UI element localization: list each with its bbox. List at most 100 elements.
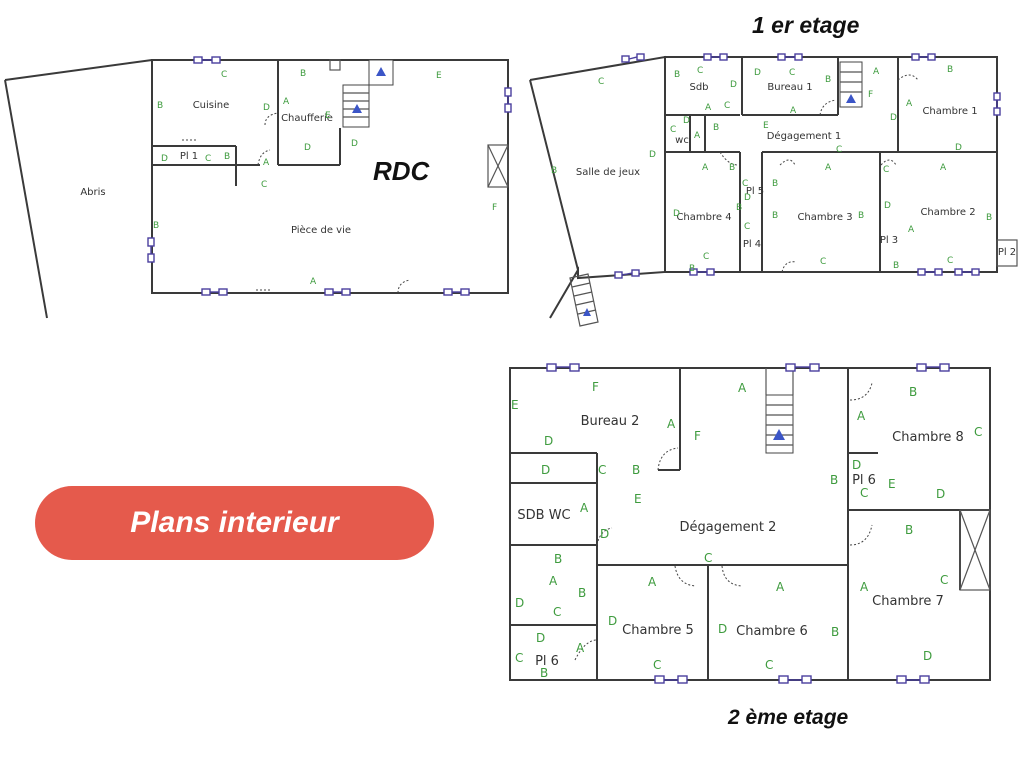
window-icon <box>147 237 155 263</box>
door-icon <box>264 112 279 126</box>
door-icon <box>574 639 598 661</box>
svg-text:B: B <box>300 69 306 79</box>
svg-text:D: D <box>263 103 270 113</box>
door-icon <box>721 565 743 587</box>
svg-text:C: C <box>221 70 227 80</box>
svg-text:A: A <box>790 106 797 116</box>
svg-text:E: E <box>325 111 331 121</box>
svg-text:A: A <box>549 574 558 588</box>
svg-text:D: D <box>718 622 727 636</box>
room-label-wc: wc <box>675 135 689 146</box>
room-label-pl5: Pl 5 <box>746 186 764 197</box>
svg-text:D: D <box>936 487 945 501</box>
window-icon <box>917 268 943 276</box>
etage2-staircase <box>765 368 794 454</box>
svg-text:A: A <box>667 417 676 431</box>
window-icon <box>193 56 221 64</box>
svg-text:D: D <box>544 434 553 448</box>
svg-text:D: D <box>673 209 680 219</box>
window-icon <box>546 363 580 372</box>
svg-text:D: D <box>884 201 891 211</box>
svg-text:D: D <box>541 463 550 477</box>
room-label-chambre5: Chambre 5 <box>622 623 694 638</box>
room-label-bureau1: Bureau 1 <box>767 82 812 93</box>
room-label-chambre6: Chambre 6 <box>736 624 808 639</box>
plans-interieur-badge: Plans interieur <box>35 486 434 560</box>
door-icon <box>257 149 271 166</box>
svg-text:D: D <box>608 614 617 628</box>
exterior-staircase <box>569 273 599 327</box>
svg-text:A: A <box>705 103 712 113</box>
svg-text:C: C <box>883 165 889 175</box>
svg-text:A: A <box>857 409 866 423</box>
etage1-interior-walls <box>665 57 997 272</box>
svg-text:B: B <box>157 101 163 111</box>
room-label-cuisine: Cuisine <box>193 100 230 111</box>
room-label-degagement1: Dégagement 1 <box>767 130 842 142</box>
svg-text:C: C <box>947 256 953 266</box>
svg-text:C: C <box>724 101 730 111</box>
room-label-chambre1: Chambre 1 <box>922 106 977 117</box>
svg-text:D: D <box>730 80 737 90</box>
room-label-salle-de-jeux: Salle de jeux <box>576 167 640 178</box>
svg-text:D: D <box>351 139 358 149</box>
door-icon <box>849 382 873 401</box>
svg-text:C: C <box>860 486 868 500</box>
room-label-degagement2: Dégagement 2 <box>680 520 777 535</box>
floor-title-etage1: 1 er etage <box>752 12 860 38</box>
svg-text:C: C <box>789 68 795 78</box>
svg-text:A: A <box>283 97 290 107</box>
svg-text:F: F <box>592 380 599 394</box>
svg-text:B: B <box>831 625 839 639</box>
window-icon <box>703 53 728 61</box>
svg-text:C: C <box>261 180 267 190</box>
rdc-staircase <box>329 59 394 128</box>
room-label-chambre8: Chambre 8 <box>892 430 964 445</box>
abris-walls <box>4 59 153 319</box>
room-label-chambre3: Chambre 3 <box>797 212 852 223</box>
svg-text:C: C <box>704 551 712 565</box>
svg-text:B: B <box>554 552 562 566</box>
room-label-pl6-upper: Pl 6 <box>852 473 876 488</box>
door-icon <box>880 159 897 166</box>
svg-text:A: A <box>580 501 589 515</box>
svg-text:D: D <box>890 113 897 123</box>
svg-text:A: A <box>906 99 913 109</box>
svg-text:C: C <box>940 573 948 587</box>
svg-text:B: B <box>909 385 917 399</box>
svg-text:C: C <box>670 125 676 135</box>
svg-text:B: B <box>224 152 230 162</box>
svg-text:E: E <box>511 398 519 412</box>
window-icon <box>621 53 645 63</box>
svg-text:D: D <box>852 458 861 472</box>
plan-rdc: Abris Cuisine Chaufferie Pl 1 Pièce de v… <box>4 56 512 319</box>
svg-text:C: C <box>598 77 604 87</box>
svg-text:F: F <box>694 429 701 443</box>
svg-text:B: B <box>632 463 640 477</box>
svg-text:C: C <box>836 145 842 155</box>
svg-text:C: C <box>820 257 826 267</box>
window-icon <box>896 675 930 684</box>
svg-text:B: B <box>947 65 953 75</box>
door-icon <box>596 527 613 546</box>
svg-text:B: B <box>153 221 159 231</box>
rdc-outer-wall <box>151 59 509 294</box>
svg-text:C: C <box>765 658 773 672</box>
door-icon <box>779 159 796 166</box>
door-icon <box>819 99 837 116</box>
window-icon <box>689 268 715 276</box>
window-icon <box>504 87 512 113</box>
svg-text:D: D <box>923 649 932 663</box>
floor-title-etage2: 2 ème etage <box>728 706 849 729</box>
svg-text:C: C <box>598 463 606 477</box>
svg-text:B: B <box>830 473 838 487</box>
door-icon <box>657 447 679 471</box>
door-icon <box>397 279 411 294</box>
svg-text:B: B <box>578 586 586 600</box>
window-icon <box>614 269 640 279</box>
svg-text:E: E <box>436 71 442 81</box>
svg-text:A: A <box>776 580 785 594</box>
plan-etage1: Salle de jeux Sdb Bureau 1 Chambre 1 wc … <box>529 53 1018 327</box>
